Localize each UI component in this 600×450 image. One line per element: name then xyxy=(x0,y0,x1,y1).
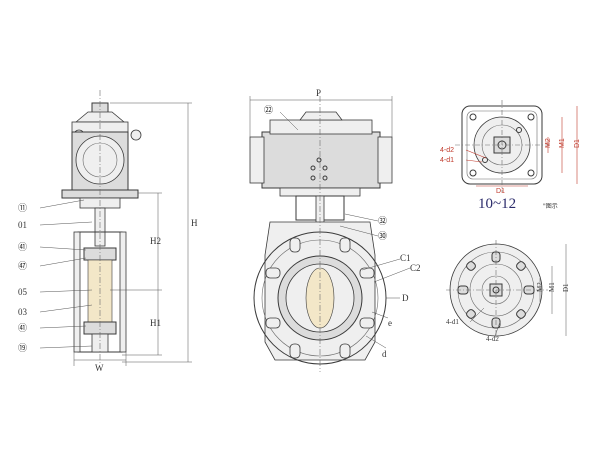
dim-label-h1: H1 xyxy=(150,318,161,328)
dim-label-e: e xyxy=(388,318,392,328)
callout-32: ㉜ xyxy=(378,216,387,226)
part-label: ⑲ xyxy=(18,343,27,353)
port-hole xyxy=(316,157,322,163)
dim-label-m1-b: M1 xyxy=(548,282,556,292)
side-section-view: ⑪ 01 ㊶ ㊼ 05 03 ㊶ ⑲ H H2 H1 W xyxy=(18,90,198,373)
bolt-slot xyxy=(289,343,301,359)
bolt-slot xyxy=(339,237,351,253)
leader-11-top xyxy=(39,199,85,209)
leader-19 xyxy=(39,345,93,349)
dim-label-d1-bottom: D1 xyxy=(496,188,505,195)
dim-label-4-d1: 4-d1 xyxy=(440,157,454,164)
dim-label-d-cap: D xyxy=(402,293,409,303)
leader-e xyxy=(371,311,389,319)
right-flange xyxy=(119,231,127,353)
size-range-label: 10~12 xyxy=(478,196,516,212)
part-label: ⑪ xyxy=(18,203,27,213)
leader-01 xyxy=(39,221,93,226)
part-label: ㊼ xyxy=(18,261,27,271)
port-hole xyxy=(310,175,316,181)
leader-d xyxy=(365,335,387,349)
leader-03 xyxy=(39,304,93,313)
leader-41-top xyxy=(39,246,87,251)
size-range-suffix: "图示 xyxy=(543,203,558,210)
bolt-slot xyxy=(339,343,351,359)
mount-corner-hole xyxy=(469,169,477,177)
leader-4-d1 xyxy=(465,159,483,163)
leader-47 xyxy=(39,257,87,267)
mount-bolt-hole xyxy=(516,127,522,133)
bolt-slot xyxy=(359,317,375,329)
bolt-slot xyxy=(265,317,281,329)
leader-05 xyxy=(39,289,93,293)
dim-label-c2: C2 xyxy=(410,263,421,273)
dim-label-w: W xyxy=(95,363,104,373)
bolt-slot xyxy=(265,267,281,279)
dim-label-h2: H2 xyxy=(150,236,161,246)
leader-32 xyxy=(344,213,379,222)
bolt-slot xyxy=(289,237,301,253)
part-label: ㊶ xyxy=(18,323,27,333)
part-label: ㊶ xyxy=(18,242,27,252)
flange-slot xyxy=(466,309,476,319)
actuator-top-band xyxy=(269,119,373,135)
dim-label-d1-b: D1 xyxy=(562,283,570,292)
flange-slot xyxy=(466,261,476,271)
bottom-flange-view: M2 M1 D1 4-d1 4-d2 xyxy=(446,240,570,343)
dim-label-4-d1-b: 4-d1 xyxy=(446,318,459,326)
dim-label-d: d xyxy=(382,349,387,359)
flange-slot xyxy=(516,261,526,271)
part-label: 03 xyxy=(18,307,28,317)
part-label: 05 xyxy=(18,287,28,297)
flange-slot xyxy=(516,309,526,319)
mount-corner-hole xyxy=(527,113,535,121)
dim-label-p: P xyxy=(316,88,321,98)
mount-corner-hole xyxy=(527,169,535,177)
leader-22 xyxy=(279,111,299,131)
leader-4-d2 xyxy=(465,149,487,159)
dim-label-4-d2-b: 4-d2 xyxy=(486,335,499,343)
mount-corner-hole xyxy=(469,113,477,121)
left-flange xyxy=(73,231,81,353)
leader-30 xyxy=(339,225,379,237)
dim-label-h: H xyxy=(191,218,198,228)
part-label: 01 xyxy=(18,220,27,230)
dim-label-m2-b: M2 xyxy=(536,282,544,292)
leader-c2 xyxy=(373,267,411,283)
port-hole xyxy=(322,165,328,171)
leader-4-d1-b xyxy=(469,307,485,323)
bolt-slot xyxy=(359,267,375,279)
dim-label-c1: C1 xyxy=(400,253,411,263)
port-hole xyxy=(310,165,316,171)
actuator-right-cap xyxy=(377,136,393,184)
dim-label-m1: M1 xyxy=(559,138,566,148)
callout-30: ㉚ xyxy=(378,231,387,241)
callout-22: ㉒ xyxy=(264,105,273,115)
dim-label-4-d2: 4-d2 xyxy=(440,147,454,154)
actuator-right-knob xyxy=(130,129,142,141)
top-mount-view: M2 M1 D1 4-d2 4-d1 D1 10~12 "图示 xyxy=(440,100,581,212)
leader-c1 xyxy=(361,258,401,271)
port-hole xyxy=(322,175,328,181)
dim-label-m2: M2 xyxy=(545,138,552,148)
actuator-left-cap xyxy=(249,136,265,184)
front-view: P ㉒ ㉜ ㉚ C1 C2 D e d xyxy=(249,88,421,372)
leader-4-d2-b xyxy=(494,321,501,337)
actuator-top-boss xyxy=(299,111,343,121)
leader-41-bot xyxy=(39,325,87,329)
dim-label-d1: D1 xyxy=(574,139,581,148)
